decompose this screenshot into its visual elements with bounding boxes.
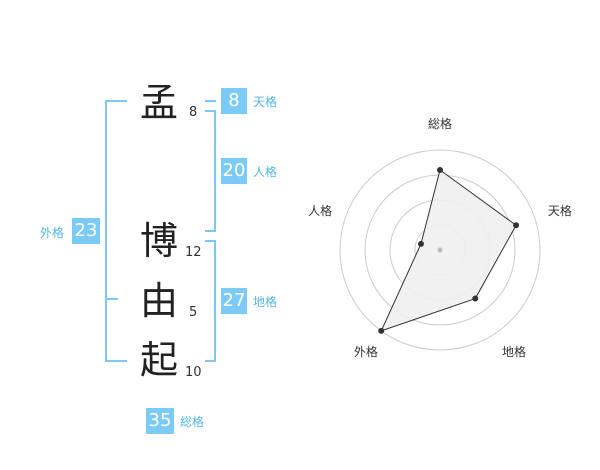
radar-ring xyxy=(339,149,541,351)
name-char-3: 由 xyxy=(139,279,178,323)
radar-point-0 xyxy=(437,167,443,173)
chikaku-label: 地格 xyxy=(253,295,278,309)
gaikaku-bracket xyxy=(105,100,127,362)
stroke-count-3: 5 xyxy=(189,305,198,320)
gaikaku-bracket-tick xyxy=(107,298,118,300)
radar-point-1 xyxy=(513,222,520,229)
jinkaku-badge: 20 xyxy=(221,158,247,184)
radar-axis-label-4: 人格 xyxy=(308,203,332,218)
radar-series-shape xyxy=(380,169,517,332)
name-char-2: 博 xyxy=(139,219,178,263)
tenkaku-label: 天格 xyxy=(253,95,278,109)
soukaku-label: 総格 xyxy=(180,415,205,429)
radar-center-dot xyxy=(437,247,443,253)
radar-axis-label-3: 外格 xyxy=(354,344,378,359)
chikaku-badge: 27 xyxy=(221,288,247,314)
name-char-4: 起 xyxy=(139,338,178,382)
soukaku-badge: 35 xyxy=(146,408,174,434)
chikaku-bracket xyxy=(205,240,216,362)
radar-point-4 xyxy=(417,240,424,247)
stroke-count-1: 8 xyxy=(189,105,198,120)
radar-point-3 xyxy=(378,327,385,334)
tenkaku-bracket xyxy=(205,100,216,102)
gaikaku-badge: 23 xyxy=(72,218,100,244)
radar-axis-label-0: 総格 xyxy=(428,116,452,131)
jinkaku-label: 人格 xyxy=(253,165,278,179)
stroke-count-4: 10 xyxy=(185,365,202,380)
radar-point-2 xyxy=(472,295,479,302)
stroke-count-2: 12 xyxy=(185,245,202,260)
radar-axis-label-2: 地格 xyxy=(502,344,526,359)
tenkaku-badge: 8 xyxy=(221,88,247,114)
radar-axis-label-1: 天格 xyxy=(548,203,572,218)
name-char-1: 孟 xyxy=(139,81,178,125)
gaikaku-label: 外格 xyxy=(40,226,65,240)
jinkaku-bracket xyxy=(205,110,216,232)
